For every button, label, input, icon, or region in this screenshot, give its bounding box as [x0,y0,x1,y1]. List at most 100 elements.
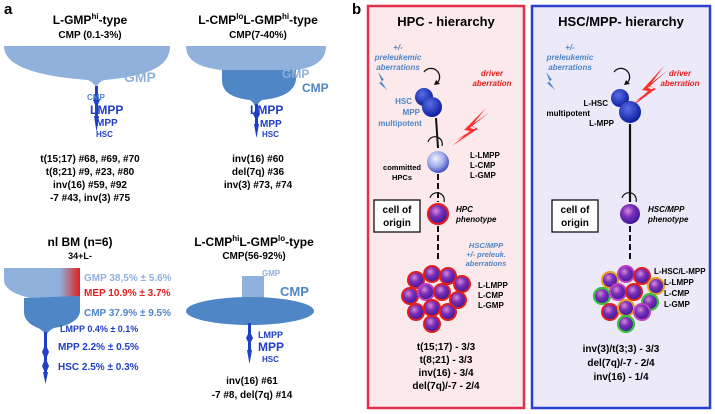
arrowhead-icon [434,80,440,85]
case-line: t(8;21) #9, #23, #80 [46,167,135,178]
stem-diamond [93,93,100,108]
cmp-label: CMP [87,93,105,102]
lightning-icon [546,72,555,90]
self-renewal-arrow-icon [427,136,443,147]
committed-label: HPCs [392,173,412,182]
mpp-stat: MPP 2.2% ± 0.5% [58,342,139,353]
phenotype-label: phenotype [647,215,689,224]
hpc-title: HPC - hierarchy [397,14,495,29]
phenotype-label: HPC [456,205,473,214]
self-renewal-arrow-icon [429,192,445,203]
stem-tip [247,350,252,364]
leukemic-cell [601,303,619,321]
type-lgmphi: L-GMPhi-type CMP (0.1-3%) GMP CMP LMPP M… [4,12,170,204]
svg-text:L-GMP: L-GMP [664,300,690,309]
leukemic-cell [453,275,471,293]
leukemic-cell [426,202,450,226]
gmp-stat: GMP 38,5% ± 5.6% [84,273,172,284]
stem-diamond [42,358,49,374]
leukemic-cell [407,303,425,321]
lmpp-label: LMPP [90,103,123,117]
result-line: inv(16) - 1/4 [593,372,648,383]
case-line: -7 #43, inv(3) #75 [50,193,130,204]
hsc-stat: HSC 2.5% ± 0.3% [58,362,139,373]
hsc-label: HSC [96,130,113,139]
hpc-results: t(15;17) - 3/3 t(8;21) - 3/3 inv(16) - 3… [412,342,480,392]
l-hsc-label: L-HSC [584,99,609,108]
mpp-label: MPP [96,118,118,129]
gmp-funnel-shape [186,46,326,70]
hsc-label: HSC [262,355,279,364]
result-line: inv(16) - 3/4 [418,368,473,379]
cmp-label: CMP [280,284,309,299]
origin-box [551,199,599,233]
leukemic-cell-cluster [592,265,665,334]
leukemic-cell [423,315,441,333]
phenotype-label: HSC/MPP [648,205,685,214]
mep-stat: MEP 10.9% ± 3.7% [84,288,171,299]
leukemic-cell [620,204,640,224]
type-subtitle: CMP(56-92%) [222,251,285,262]
case-line: t(15;17) #68, #69, #70 [40,154,140,165]
stem-tip [254,124,259,138]
origin-label: cell of [561,205,591,216]
hsc-mpp-hierarchy-panel: HSC/MPP- hierarchy +/- preleukemic aberr… [530,4,712,410]
leukemic-cell [617,265,635,283]
result-line: t(8;21) - 3/3 [420,355,473,366]
cluster-cell-types: L-HSC/L-MPP L-LMPP L-CMP L-GMP [654,267,706,309]
svg-text:preleukemic: preleukemic [374,53,422,62]
gmp-block [242,276,264,300]
case-line: del(7q) #36 [232,167,285,178]
leukemic-cell [592,286,612,306]
committed-cell [427,151,449,173]
stem-diamond [42,344,49,360]
svg-text:L-CMP: L-CMP [470,161,496,170]
leukemic-cell [633,267,651,285]
type-subtitle: 34+L- [68,251,92,261]
svg-text:+/-: +/- [565,43,575,52]
mpp-label: MPP [403,108,421,117]
cluster-cell-types: L-LMPP L-CMP L-GMP [478,281,508,310]
stem-diamond [246,331,253,345]
lineage-line [435,117,439,149]
stem-tip [94,116,99,132]
leukemic-cell [647,277,665,295]
preleukemic-note: +/- preleukemic aberrations [374,43,422,72]
committed-cell-types: L-LMPP L-CMP L-GMP [470,151,500,180]
panel-a-label: a [4,1,13,18]
result-line: del(7q)/-7 - 2/4 [412,381,480,392]
multipotent-label: multipotent [546,109,590,118]
svg-text:aberrations: aberrations [466,259,507,268]
leukemic-cell [625,283,643,301]
svg-text:driver: driver [481,69,504,78]
origin-box [373,199,421,233]
case-line: -7 #8, del(7q) #14 [212,390,293,401]
driver-note: driver aberration [472,69,511,88]
leukemic-cell [609,283,627,301]
type-lcmplo-lgmphi: L-CMPloL-GMPhi-type CMP(7-40%) GMP CMP L… [186,12,329,191]
mpp-cell [422,97,442,117]
case-line: inv(16) #60 [232,154,284,165]
mpp-label: MPP [260,119,282,130]
preleuk-note: HSC/MPP +/- preleuk. aberrations [466,241,507,268]
svg-text:HSC/MPP: HSC/MPP [469,241,504,250]
svg-text:aberration: aberration [660,79,699,88]
hsc-label: HSC [395,97,412,106]
type-normal-bm: nl BM (n=6) 34+L- GMP 38,5% ± 5.6% MEP 1… [4,235,172,384]
svg-text:+/-: +/- [393,43,403,52]
type-title: L-CMPloL-GMPhi-type [198,12,318,27]
hsc-label: HSC [262,130,279,139]
svg-text:L-HSC/L-MPP: L-HSC/L-MPP [654,267,706,276]
leukemic-cell [616,314,636,334]
svg-text:L-LMPP: L-LMPP [478,281,508,290]
type-subtitle: CMP(7-40%) [229,30,287,41]
svg-text:L-CMP: L-CMP [664,289,690,298]
leukemic-cell [439,303,457,321]
svg-text:L-LMPP: L-LMPP [664,278,694,287]
self-renewal-arrow-icon [613,67,631,83]
case-line: inv(16) #59, #92 [53,180,127,191]
cmp-label: CMP [302,81,329,95]
multipotent-label: multipotent [378,119,422,128]
mpp-cell [619,101,641,123]
driver-lightning-icon [630,66,664,108]
